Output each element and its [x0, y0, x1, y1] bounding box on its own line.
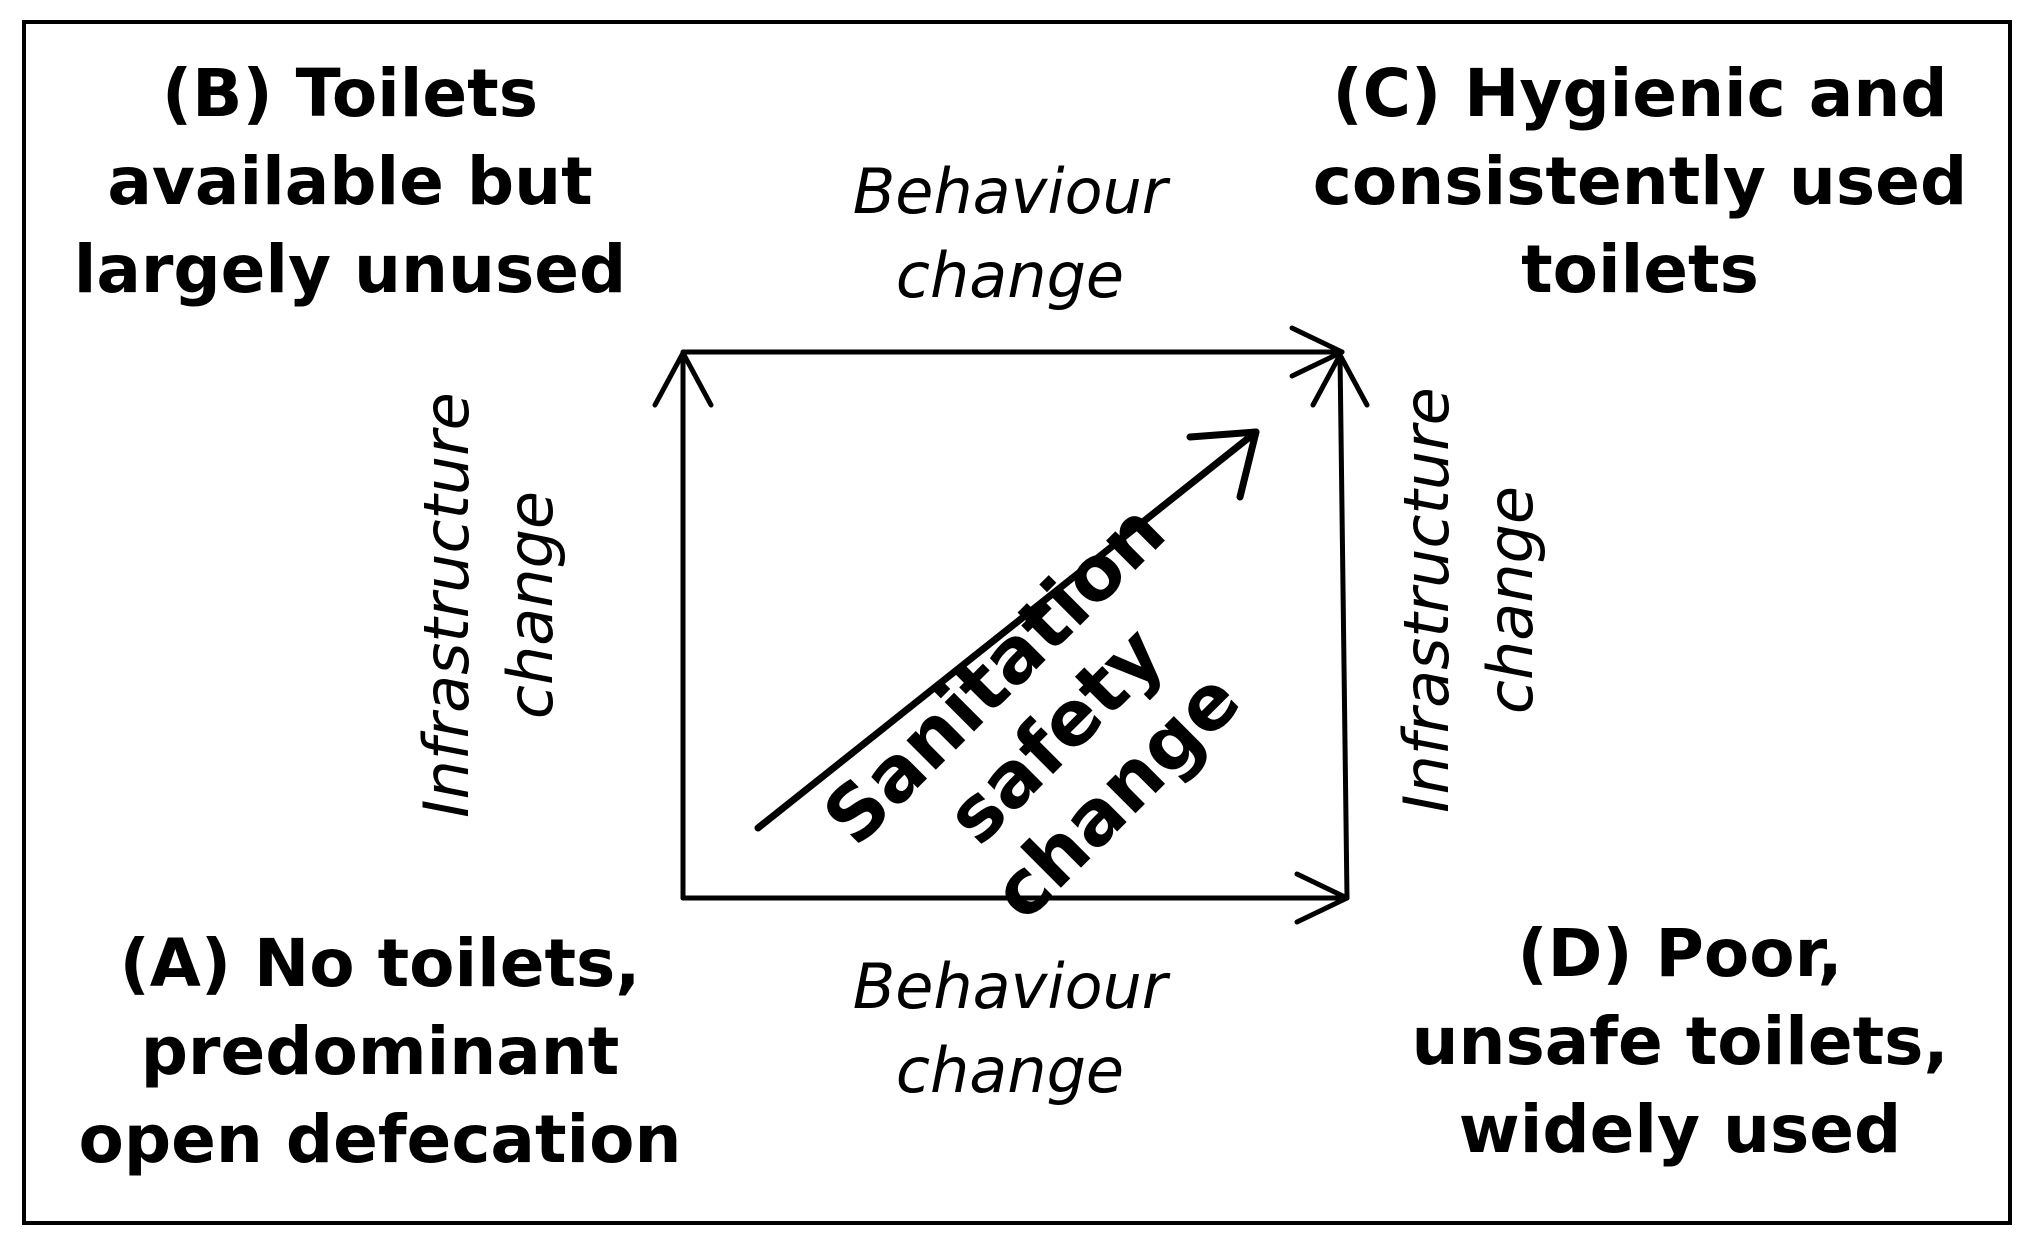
quadrant-b-line-1: (B) Toilets: [161, 55, 539, 132]
quadrant-d-line-1: (D) Poor,: [1517, 915, 1843, 992]
behaviour-bottom-line-1: Behaviour: [852, 950, 1168, 1023]
arrow-right-vertical: [1337, 352, 1350, 901]
quadrant-b-label: (B) Toilets available but largely unused: [30, 50, 670, 314]
behaviour-change-top-label: Behaviour change: [790, 150, 1230, 318]
infrastructure-right-line-2: change: [1474, 485, 1547, 715]
behaviour-bottom-line-2: change: [895, 1034, 1125, 1107]
arrow-diagonal: [754, 428, 1260, 832]
quadrant-a-line-1: (A) No toilets,: [119, 925, 641, 1002]
quadrant-c-line-2: consistently used: [1312, 143, 1968, 220]
quadrant-a-line-3: open defecation: [78, 1101, 682, 1178]
behaviour-top-line-1: Behaviour: [852, 155, 1168, 228]
quadrant-d-line-3: widely used: [1458, 1091, 1902, 1168]
arrow-right-vertical-head: [1310, 352, 1370, 408]
quadrant-c-line-1: (C) Hygienic and: [1332, 55, 1948, 132]
quadrant-a-line-2: predominant: [140, 1013, 620, 1090]
infrastructure-left-line-2: change: [494, 490, 567, 720]
quadrant-c-line-3: toilets: [1521, 231, 1759, 308]
quadrant-a-label: (A) No toilets, predominant open defecat…: [40, 920, 720, 1184]
infrastructure-change-left-label: Infrastructure change: [405, 355, 605, 855]
behaviour-top-line-2: change: [895, 239, 1125, 312]
arrow-diagonal-head: [1186, 428, 1260, 501]
quadrant-d-label: (D) Poor, unsafe toilets, widely used: [1360, 910, 2000, 1174]
behaviour-change-bottom-label: Behaviour change: [790, 945, 1230, 1113]
quadrant-c-label: (C) Hygienic and consistently used toile…: [1280, 50, 2000, 314]
quadrant-b-line-3: largely unused: [73, 231, 627, 308]
quadrant-d-line-2: unsafe toilets,: [1411, 1003, 1949, 1080]
diagram-frame: [22, 20, 2012, 1225]
infrastructure-left-line-1: Infrastructure: [410, 392, 483, 818]
quadrant-b-line-2: available but: [107, 143, 593, 220]
arrow-top-horizontal-head: [1289, 325, 1345, 379]
